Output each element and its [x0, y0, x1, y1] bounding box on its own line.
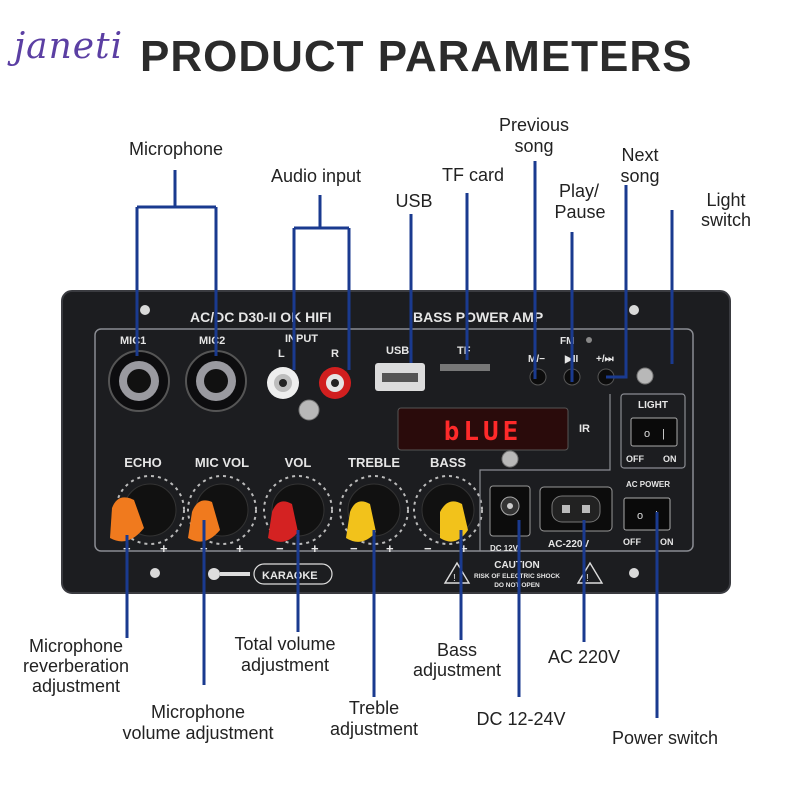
- ac-inlet-label: AC-220V: [548, 539, 589, 550]
- dc-jack-label: DC 12V: [490, 544, 519, 553]
- callout-mic-reverb-2: reverberation: [23, 656, 129, 676]
- dc-jack[interactable]: [489, 485, 531, 537]
- callout-usb: USB: [395, 191, 432, 211]
- callout-mic-reverb-3: adjustment: [32, 676, 120, 696]
- callout-audio-input: Audio input: [271, 166, 361, 186]
- callout-play-pause: Play/: [559, 181, 599, 201]
- power-off-label: OFF: [623, 537, 641, 547]
- callout-next-song-2: song: [620, 166, 659, 186]
- warning-icon: [443, 561, 471, 584]
- svg-text:!: !: [453, 573, 456, 584]
- svg-text:o: o: [644, 428, 650, 440]
- fm-label: FM: [560, 336, 574, 347]
- callout-mic-volume-2: volume adjustment: [122, 723, 273, 743]
- karaoke-label: KARAOKE: [262, 570, 318, 582]
- callout-bass-2: adjustment: [413, 660, 501, 680]
- panel-model-text: AC/DC D30-II OK HIFI: [190, 309, 332, 325]
- callout-light-switch: Light: [706, 190, 745, 210]
- rca-left-jack[interactable]: [267, 367, 299, 399]
- callout-total-volume: Total volume: [234, 634, 335, 654]
- panel-amp-text: BASS POWER AMP: [413, 309, 543, 325]
- mic-vol-plus: +: [236, 541, 244, 556]
- light-switch[interactable]: o |: [630, 417, 678, 447]
- treble-plus: +: [386, 541, 394, 556]
- treble-knob[interactable]: [339, 475, 409, 545]
- callout-next-song: Next: [621, 145, 658, 165]
- light-switch-label: LIGHT: [638, 400, 668, 411]
- input-right-label: R: [331, 348, 339, 360]
- mic1-label: MIC1: [120, 335, 146, 347]
- echo-knob-label: ECHO: [124, 455, 162, 470]
- vol-knob-label: VOL: [285, 455, 312, 470]
- caution-title: CAUTION: [494, 560, 540, 571]
- screw-icon: [636, 367, 654, 385]
- input-label: INPUT: [285, 333, 318, 345]
- led-display-text: bLUE: [444, 417, 523, 447]
- callout-microphone: Microphone: [129, 139, 223, 159]
- svg-text:o: o: [637, 510, 643, 522]
- input-left-label: L: [278, 348, 285, 360]
- tf-slot-label: TF: [457, 345, 471, 357]
- usb-port[interactable]: [375, 363, 425, 391]
- bass-knob-label: BASS: [430, 455, 466, 470]
- callout-previous-song: Previous: [499, 115, 569, 135]
- bass-plus: +: [460, 541, 468, 556]
- led-display: bLUE: [397, 407, 569, 451]
- usb-port-label: USB: [386, 345, 409, 357]
- brand-logo: janeti: [14, 26, 124, 67]
- mic-vol-knob-label: MIC VOL: [195, 455, 249, 470]
- light-off-label: OFF: [626, 454, 644, 464]
- callout-mic-volume: Microphone: [151, 702, 245, 722]
- bass-minus: −: [424, 541, 432, 556]
- page-title: PRODUCT PARAMETERS: [140, 32, 693, 81]
- callout-mic-reverb: Microphone: [29, 636, 123, 656]
- svg-text:|: |: [662, 428, 665, 440]
- screw-icon: [298, 399, 320, 421]
- mic2-label: MIC2: [199, 335, 225, 347]
- power-on-label: ON: [660, 537, 674, 547]
- vol-minus: −: [276, 541, 284, 556]
- callout-power-switch: Power switch: [612, 728, 718, 748]
- mic1-jack[interactable]: [108, 350, 170, 412]
- caution-line-3: DO NOT OPEN: [494, 582, 540, 589]
- treble-knob-label: TREBLE: [348, 455, 400, 470]
- callout-treble-2: adjustment: [330, 719, 418, 739]
- svg-text:!: !: [586, 573, 589, 584]
- power-switch[interactable]: o |: [623, 497, 671, 531]
- callout-tf-card: TF card: [442, 165, 504, 185]
- callout-light-switch-2: switch: [701, 210, 751, 230]
- callout-lines: [125, 161, 674, 718]
- ac-power-inlet[interactable]: [539, 486, 613, 532]
- echo-plus: +: [160, 541, 168, 556]
- previous-song-button[interactable]: [529, 368, 547, 386]
- next-button-label: +/⏭: [596, 354, 614, 365]
- screw-icon: [501, 450, 519, 468]
- ac-power-label: AC POWER: [626, 480, 670, 489]
- callout-treble: Treble: [349, 698, 399, 718]
- ir-label: IR: [579, 423, 590, 435]
- prev-button-label: M/−: [528, 354, 545, 365]
- total-volume-knob[interactable]: [263, 475, 333, 545]
- caution-line-2: RISK OF ELECTRIC SHOCK: [474, 573, 560, 580]
- light-on-label: ON: [663, 454, 677, 464]
- amplifier-panel: AC/DC D30-II OK HIFI BASS POWER AMP MIC1…: [61, 290, 731, 594]
- mic2-jack[interactable]: [185, 350, 247, 412]
- callout-ac: AC 220V: [548, 647, 620, 667]
- callout-previous-song-2: song: [514, 136, 553, 156]
- karaoke-badge: [253, 563, 333, 585]
- callout-play-pause-2: Pause: [554, 202, 605, 222]
- vol-plus: +: [311, 541, 319, 556]
- callout-bass: Bass: [437, 640, 477, 660]
- tf-card-slot[interactable]: [440, 364, 490, 371]
- callout-dc: DC 12-24V: [476, 709, 565, 729]
- treble-minus: −: [350, 541, 358, 556]
- rca-right-jack[interactable]: [319, 367, 351, 399]
- echo-knob[interactable]: [110, 475, 185, 545]
- callout-total-volume-2: adjustment: [241, 655, 329, 675]
